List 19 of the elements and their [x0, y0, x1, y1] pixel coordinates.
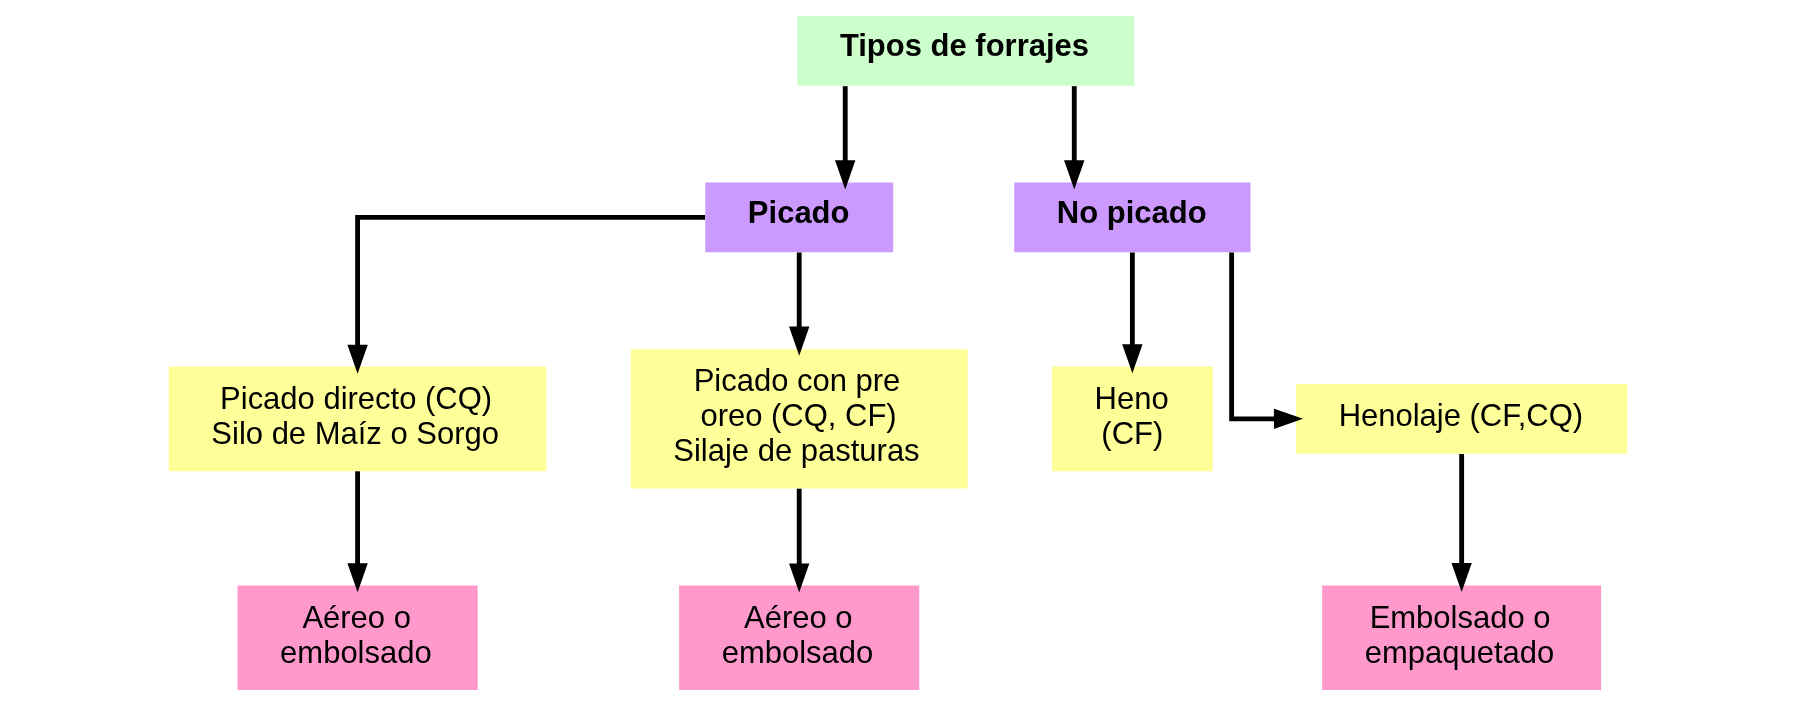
node-box: No picado [1013, 182, 1250, 253]
node-box: Henolaje (CF,CQ) [1295, 384, 1627, 454]
arrow [1121, 252, 1143, 374]
node-box: Picado con pre oreo (CQ, CF) Silaje de pasturas [630, 349, 968, 489]
node-box: Heno (CF) [1051, 366, 1213, 472]
arrow [346, 215, 705, 374]
arrow [834, 86, 855, 190]
arrow [1228, 252, 1303, 430]
node-box: Embolsado o empaquetado [1321, 585, 1601, 690]
arrow [346, 471, 368, 593]
arrow [1063, 86, 1084, 190]
arrow [1450, 454, 1472, 592]
node-box: Picado [704, 182, 893, 253]
arrow [788, 488, 809, 593]
arrow [788, 252, 809, 356]
node-box: Picado directo (CQ) Silo de Maíz o Sorgo [168, 366, 546, 472]
node-box: Tipos de forrajes [796, 16, 1134, 86]
node-box: Aéreo o embolsado [678, 585, 919, 690]
node-box: Aéreo o embolsado [237, 585, 478, 690]
